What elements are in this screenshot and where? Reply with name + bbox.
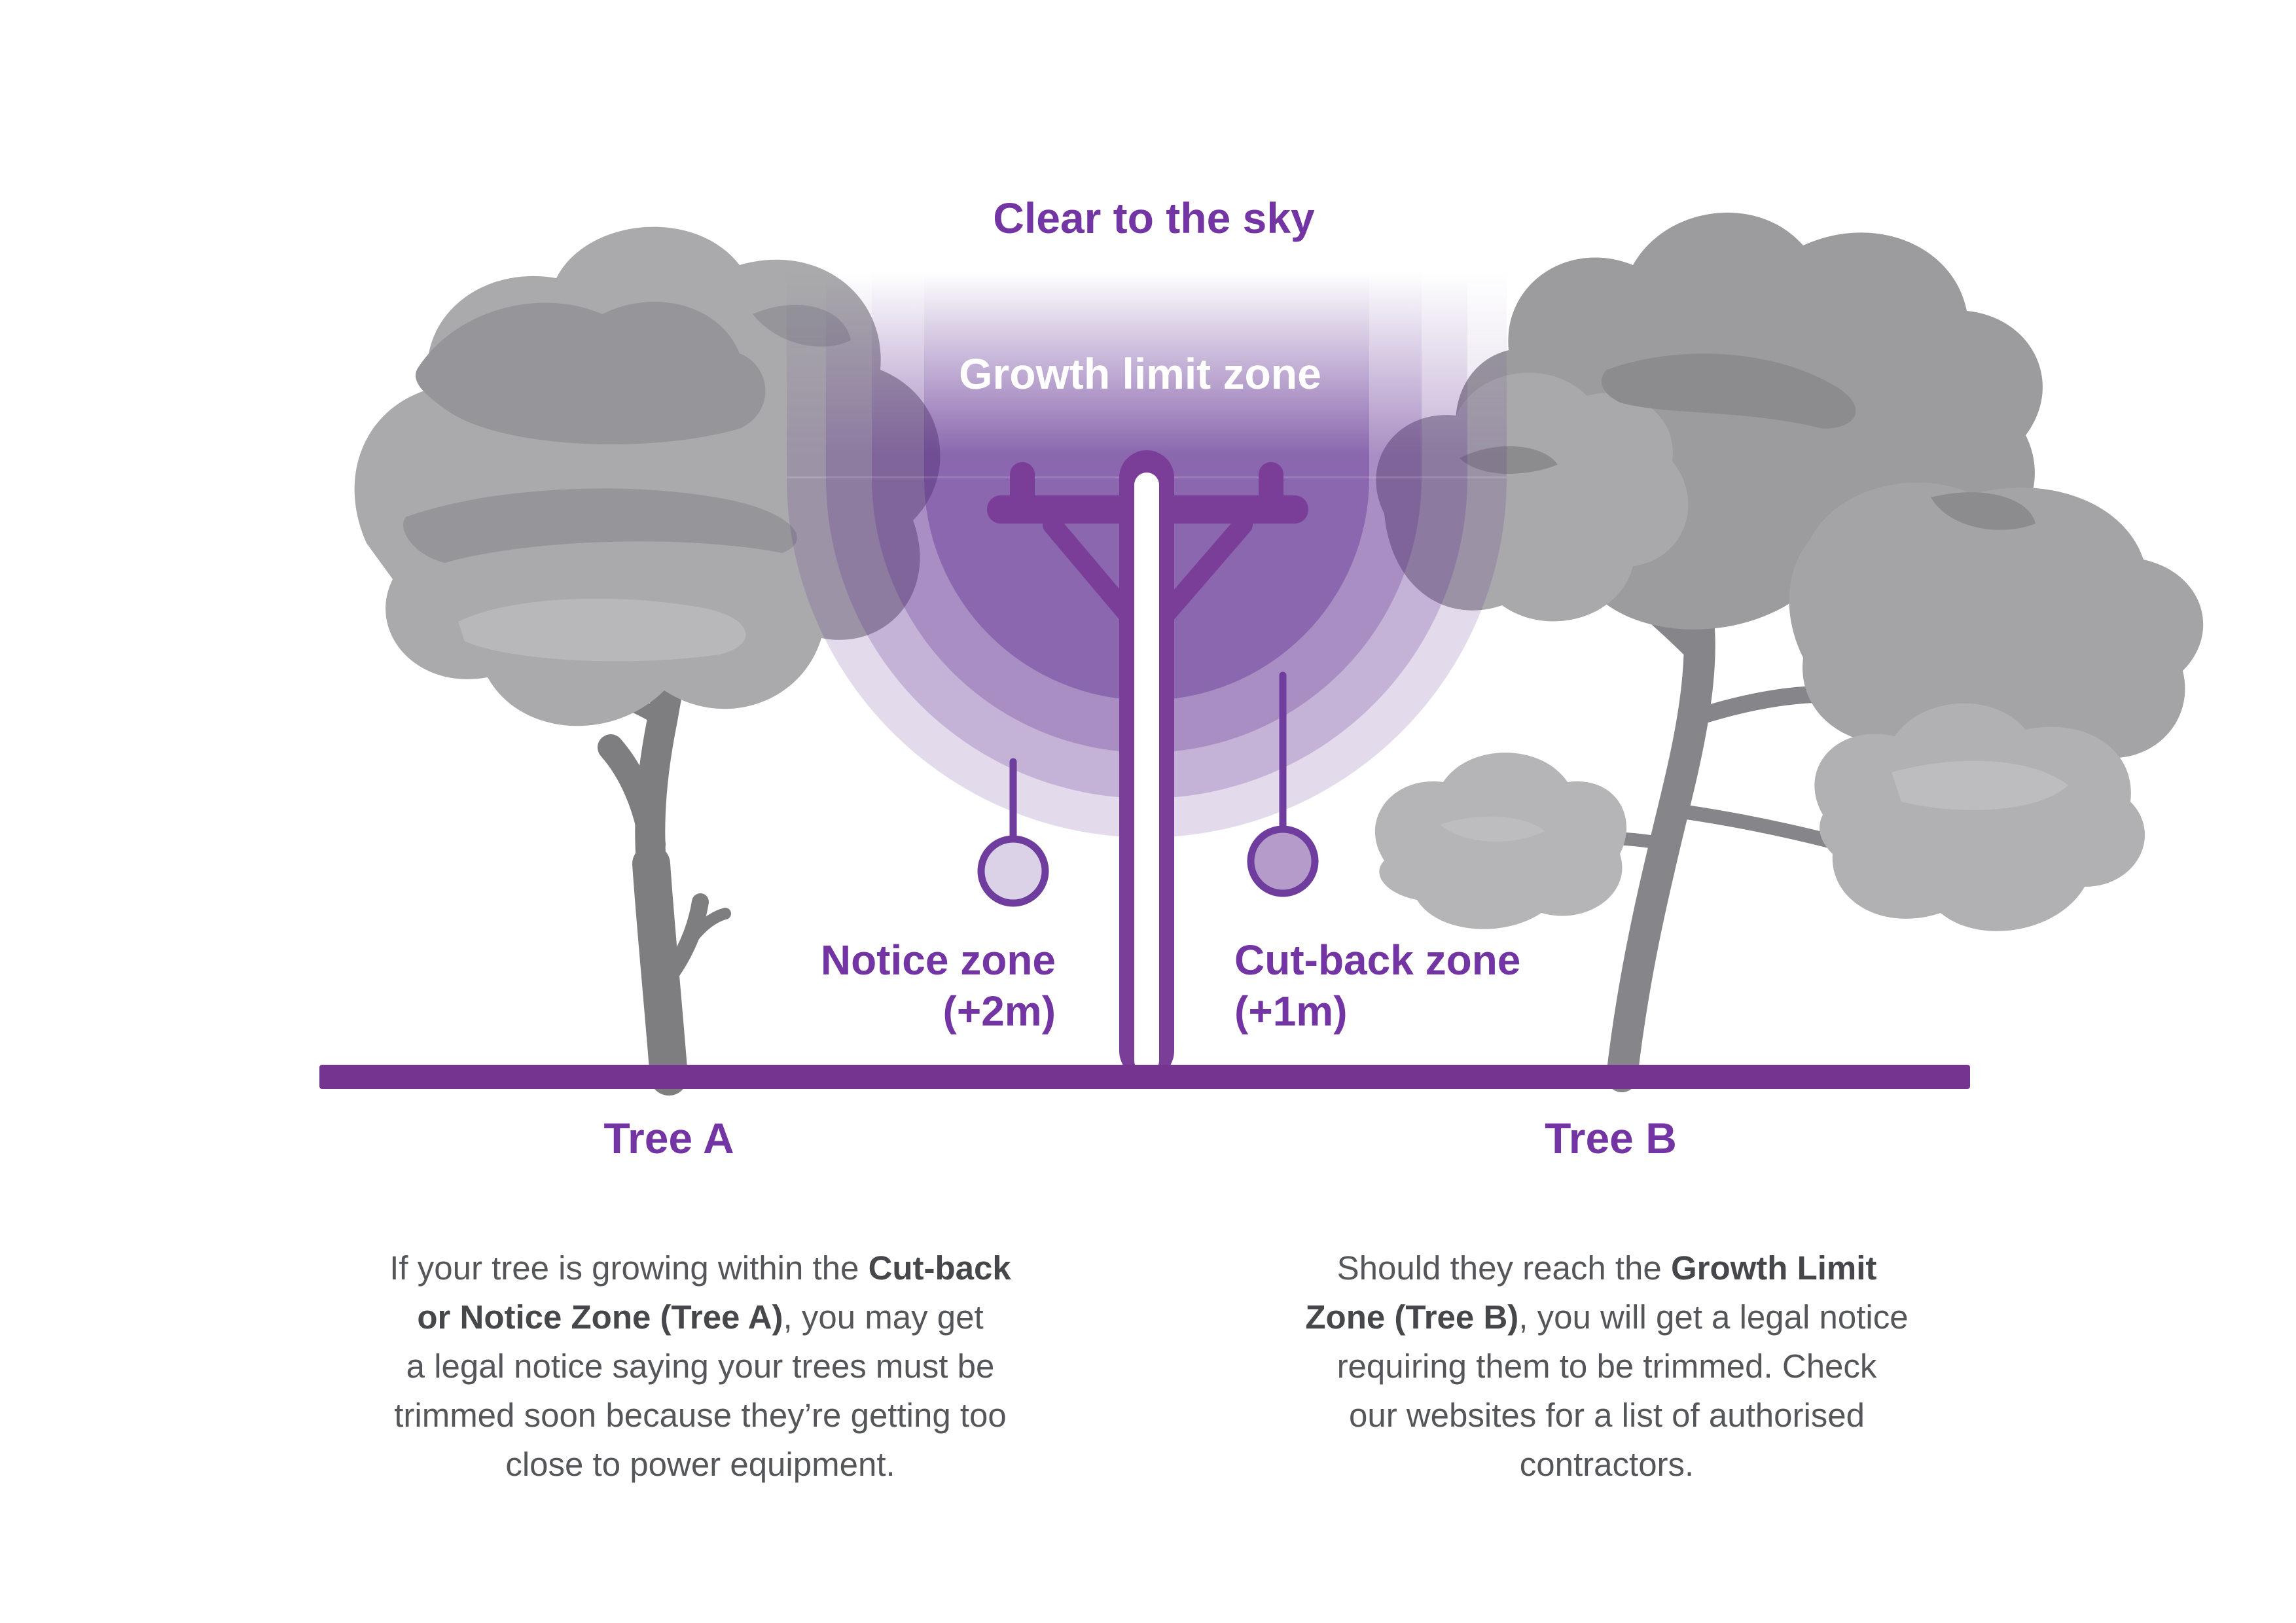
notice-zone-measure: (+2m) [942,988,1056,1035]
tree-b-canopy [1374,212,2204,931]
notice-zone-label-text: Notice zone [820,936,1056,984]
cutback-zone-measure: (+1m) [1234,988,1348,1035]
tree-b-label: Tree B [1545,1114,1677,1162]
tree-a-canopy [354,226,941,726]
notice-zone-marker-circle [977,835,1049,907]
pole-core [1134,473,1159,1073]
cutback-zone-label-text: Cut-back zone [1234,936,1521,984]
clear-to-sky-title: Clear to the sky [993,194,1315,242]
power-pole [987,450,1308,1079]
notice-zone-label: Notice zone (+2m) [821,935,1056,1037]
tree-a-description: If your tree is growing within the Cut-b… [389,1249,1011,1483]
growth-limit-zone-label: Growth limit zone [959,349,1321,398]
cutback-zone-marker-circle [1247,825,1319,897]
cutback-zone-label: Cut-back zone (+1m) [1234,935,1520,1037]
cutback-zone-marker [1247,671,1319,897]
crossarm-brace-right [1151,515,1253,630]
notice-zone-marker [977,758,1049,907]
tree-b-illustration [1374,212,2204,1092]
tree-a-label: Tree A [603,1114,734,1162]
crossarm-brace-left [1043,515,1143,630]
ground-line [319,1065,1970,1089]
tree-a-illustration [354,226,941,1096]
